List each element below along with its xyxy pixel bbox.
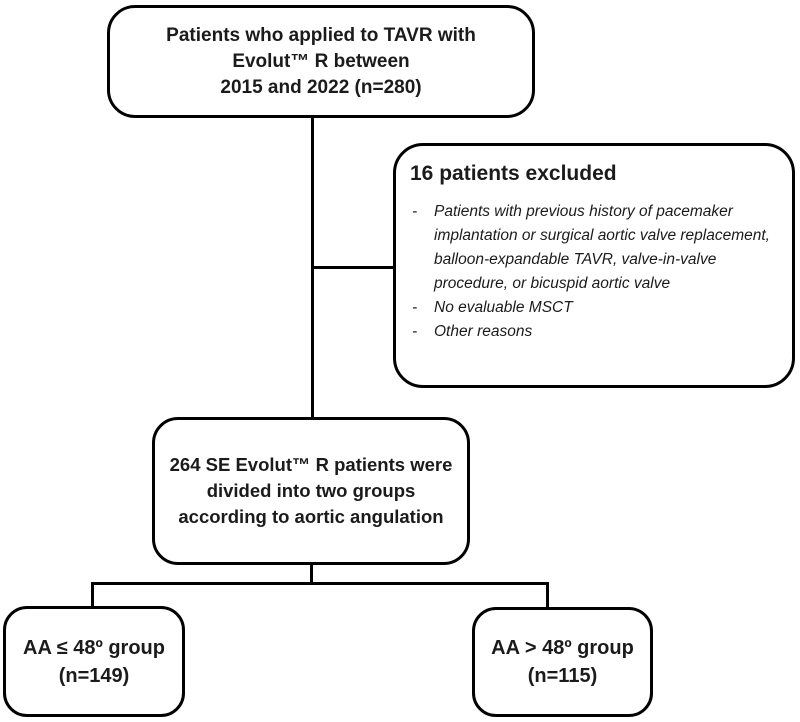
box-text-line: (n=149) bbox=[58, 664, 130, 687]
box-group-aa-le-48: AA ≤ 48º group (n=149) bbox=[3, 606, 185, 717]
box-text-line: AA > 48º group bbox=[491, 637, 634, 659]
connector-branch-horizontal bbox=[91, 582, 549, 585]
box-text-line: Patients who applied to TAVR with bbox=[166, 24, 476, 46]
connector-branch-right-drop bbox=[546, 584, 549, 608]
connector-branch-left-drop bbox=[91, 584, 94, 607]
exclusions-item-text: Patients with previous history of pacema… bbox=[434, 203, 770, 292]
box-enrollment: Patients who applied to TAVR with Evolut… bbox=[107, 5, 535, 118]
exclusions-list-item: - Patients with previous history of pace… bbox=[410, 200, 776, 296]
exclusions-heading: 16 patients excluded bbox=[410, 162, 617, 185]
box-divided-groups: 264 SE Evolut™ R patients were divided i… bbox=[152, 417, 470, 565]
box-text-line: Evolut™ R between bbox=[232, 50, 410, 72]
list-dash: - bbox=[412, 323, 418, 340]
list-dash: - bbox=[412, 299, 418, 316]
exclusions-list-item: - No evaluable MSCT bbox=[410, 296, 776, 320]
exclusions-list: - Patients with previous history of pace… bbox=[410, 200, 776, 344]
exclusions-item-text: Other reasons bbox=[434, 323, 533, 340]
box-exclusions: 16 patients excluded - Patients with pre… bbox=[393, 143, 795, 388]
exclusions-list-item: - Other reasons bbox=[410, 320, 776, 344]
box-text-line: AA ≤ 48º group bbox=[23, 636, 165, 659]
box-text-line: 2015 and 2022 (n=280) bbox=[220, 76, 422, 98]
box-group-aa-gt-48: AA > 48º group (n=115) bbox=[472, 607, 653, 717]
box-text-line: divided into two groups bbox=[206, 480, 416, 501]
box-text-line: 264 SE Evolut™ R patients were bbox=[169, 454, 453, 475]
box-text-line: (n=115) bbox=[527, 665, 598, 687]
connector-middle-stub bbox=[310, 565, 313, 584]
box-text-line: according to aortic angulation bbox=[178, 506, 444, 527]
exclusions-item-text: No evaluable MSCT bbox=[434, 299, 573, 316]
list-dash: - bbox=[412, 203, 418, 220]
connector-to-exclusions bbox=[312, 266, 394, 269]
